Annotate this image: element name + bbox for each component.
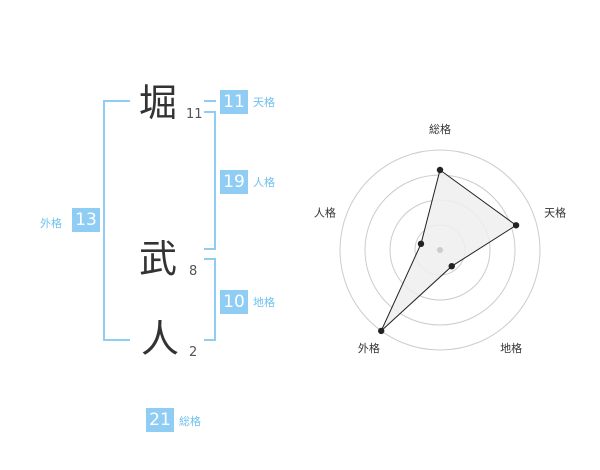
- gaikaku-bracket: [103, 100, 130, 341]
- radar-point-2: [448, 262, 455, 270]
- gaikaku-label: 外格: [40, 217, 62, 230]
- jinkaku-bracket: [204, 111, 216, 250]
- radar-ring: [339, 149, 541, 351]
- radar-axis-label-2: 地格: [500, 341, 522, 355]
- gaikaku-badge: 13: [72, 208, 100, 232]
- name-char-1: 堀: [139, 81, 178, 125]
- stroke-count-3: 2: [189, 345, 198, 360]
- tenkaku-bracket: [204, 100, 216, 102]
- chikaku-badge: 10: [220, 290, 248, 314]
- radar-axis-label-0: 総格: [429, 122, 451, 136]
- radar-axis-label-3: 外格: [358, 341, 380, 355]
- name-char-3: 人: [141, 317, 180, 361]
- stroke-count-2: 8: [189, 264, 198, 279]
- radar-center-dot: [437, 247, 443, 253]
- radar-axis-label-4: 人格: [314, 206, 336, 220]
- soukaku-badge: 21: [146, 408, 174, 432]
- radar-polygon: [380, 169, 517, 332]
- jinkaku-badge: 19: [220, 170, 248, 194]
- name-char-2: 武: [139, 237, 178, 281]
- jinkaku-label: 人格: [253, 176, 275, 189]
- stroke-count-1: 11: [186, 107, 203, 122]
- tenkaku-badge: 11: [220, 90, 248, 114]
- radar-point-0: [436, 166, 444, 174]
- chikaku-bracket: [204, 258, 216, 341]
- soukaku-label: 総格: [179, 415, 201, 428]
- radar-axis-label-1: 天格: [544, 206, 566, 220]
- chikaku-label: 地格: [253, 296, 275, 309]
- tenkaku-label: 天格: [253, 96, 275, 109]
- radar-point-4: [417, 240, 425, 248]
- radar-point-3: [378, 327, 385, 335]
- radar-point-1: [512, 222, 520, 229]
